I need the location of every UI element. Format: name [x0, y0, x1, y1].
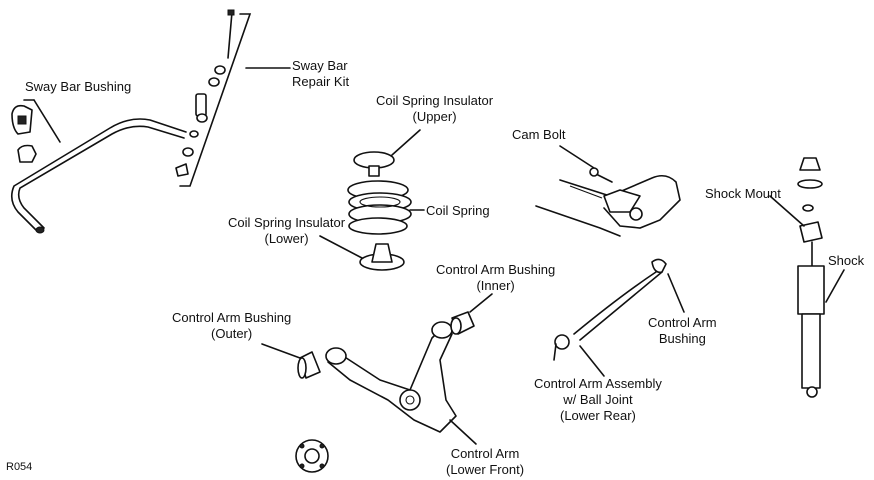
ball-joint-hub-drawing	[295, 439, 329, 473]
crossmember-drawing	[535, 174, 681, 237]
label-line: Control Arm	[450, 446, 520, 461]
label-sway-bar-repair-kit: Sway Bar Repair Kit	[292, 58, 349, 90]
label-control-arm-bushing-inner: Control Arm Bushing (Inner)	[436, 262, 555, 294]
label-line: Cam Bolt	[512, 127, 566, 142]
label-control-arm-bushing-outer: Control Arm Bushing (Outer)	[172, 310, 291, 342]
label-control-arm-assembly: Control Arm Assembly w/ Ball Joint (Lowe…	[534, 376, 662, 424]
label-line: (Upper)	[412, 109, 457, 124]
label-line: (Lower Rear)	[560, 408, 636, 423]
label-shock-mount: Shock Mount	[705, 186, 781, 202]
shock-mount-drawing	[769, 157, 823, 243]
label-line: Control Arm Bushing	[436, 262, 556, 277]
label-line: Coil Spring Insulator	[228, 215, 346, 230]
label-line: Control Arm	[648, 315, 717, 330]
sway-bar-repair-kit-drawing	[175, 9, 291, 187]
label-line: Control Arm Assembly	[534, 376, 662, 391]
label-line: Sway Bar Bushing	[25, 79, 132, 94]
control-arm-assembly-drawing	[553, 258, 685, 377]
label-coil-spring: Coil Spring	[426, 203, 490, 219]
label-line: Control Arm Bushing	[172, 310, 292, 325]
label-line: (Lower Front)	[446, 462, 525, 477]
label-line: Coil Spring Insulator	[376, 93, 494, 108]
coil-spring-insulator-upper-drawing	[353, 129, 421, 177]
label-line: Coil Spring	[426, 203, 490, 218]
sway-bar-drawing	[10, 118, 187, 234]
control-arm-lower-front-drawing	[325, 321, 477, 445]
label-coil-spring-insulator-upper: Coil Spring Insulator (Upper)	[376, 93, 493, 125]
label-line: Shock	[828, 253, 865, 268]
label-line: (Outer)	[211, 326, 253, 341]
sway-bar-bushing-drawing	[11, 99, 61, 163]
label-cam-bolt: Cam Bolt	[512, 127, 565, 143]
label-line: Repair Kit	[292, 74, 350, 89]
label-sway-bar-bushing: Sway Bar Bushing	[25, 79, 131, 95]
reference-code: R054	[6, 461, 33, 473]
label-line: (Lower)	[264, 231, 309, 246]
control-arm-bushing-outer-drawing	[261, 343, 321, 379]
label-line: Sway Bar	[292, 58, 348, 73]
cam-bolt-drawing	[559, 145, 613, 183]
coil-spring-insulator-lower-drawing	[319, 235, 405, 271]
label-line: Shock Mount	[705, 186, 781, 201]
label-control-arm-lower-front: Control Arm (Lower Front)	[446, 446, 524, 478]
label-line: (Inner)	[476, 278, 515, 293]
label-line: Bushing	[658, 331, 706, 346]
label-control-arm-bushing: Control Arm Bushing	[648, 315, 717, 347]
label-shock: Shock	[828, 253, 864, 269]
label-coil-spring-insulator-lower: Coil Spring Insulator (Lower)	[228, 215, 345, 247]
coil-spring-drawing	[347, 180, 425, 235]
control-arm-bushing-inner-drawing	[450, 293, 493, 335]
label-line: w/ Ball Joint	[563, 392, 633, 407]
shock-drawing	[797, 241, 845, 398]
